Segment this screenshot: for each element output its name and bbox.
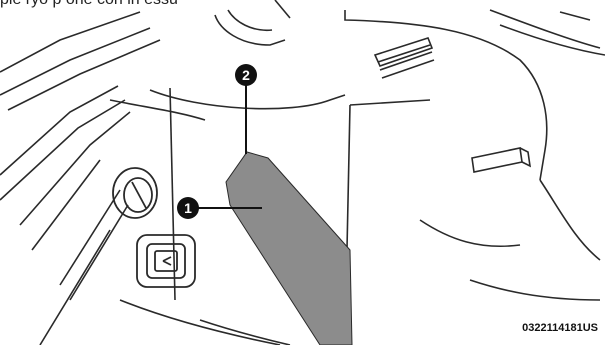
square-switch: [137, 235, 195, 287]
air-vent: [375, 38, 434, 78]
callout-2-label: 2: [242, 67, 250, 83]
figure-code: 0322114181US: [522, 322, 598, 334]
round-socket: [113, 168, 157, 218]
cargo-hook-handle: [472, 148, 530, 172]
right-side-panel: [330, 10, 605, 345]
highlighted-component: [226, 152, 352, 345]
callout-1-label: 1: [184, 200, 192, 216]
floor-lines: [120, 300, 290, 345]
